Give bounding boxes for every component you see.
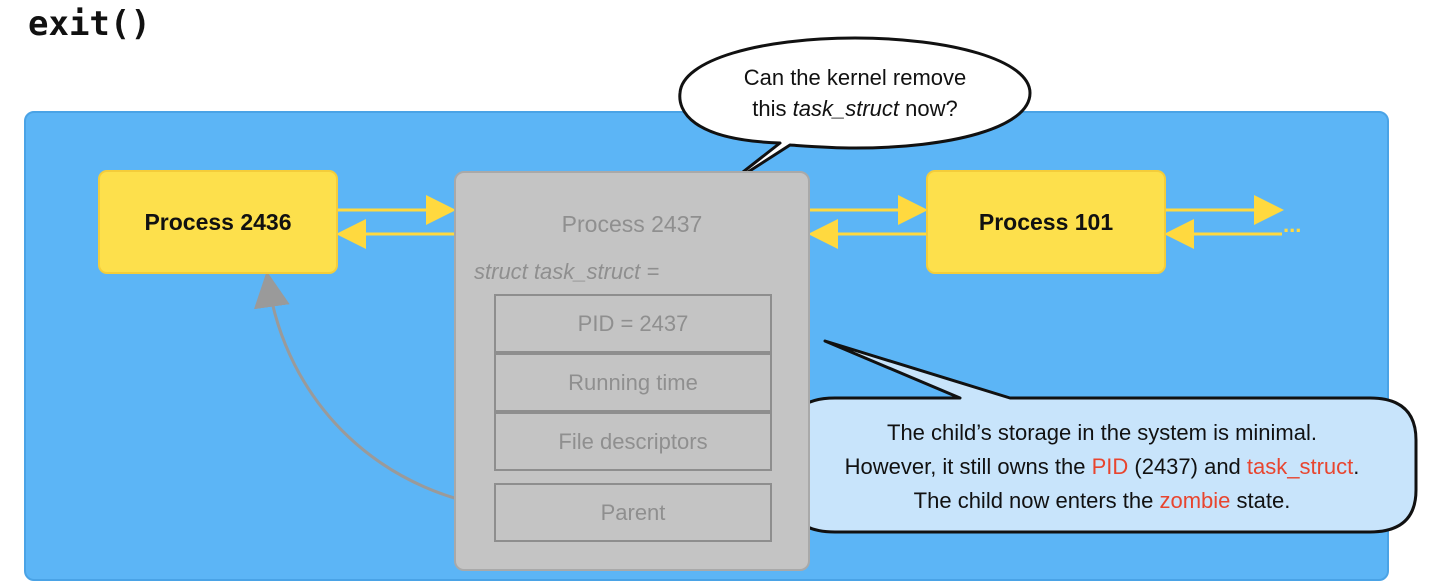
continuation-dots: ...	[1283, 212, 1302, 237]
speech-line-1: Can the kernel remove	[743, 65, 967, 90]
info-bubble-text: The child’s storage in the system is min…	[790, 416, 1414, 518]
field-parent: Parent	[494, 483, 772, 542]
speech-bubble	[678, 36, 1032, 192]
page-title: exit()	[28, 4, 151, 44]
process-101-label: Process 101	[978, 208, 1114, 235]
info-line-3: The child now enters the zombie state.	[913, 488, 1291, 513]
task-struct-declaration: struct task_struct =	[474, 259, 660, 284]
speech-line-2: this task_struct now?	[752, 96, 958, 121]
process-2436-label: Process 2436	[144, 208, 292, 235]
process-2437-label: Process 2437	[561, 211, 703, 237]
process-101-box: Process 101	[926, 170, 1166, 274]
process-2436-box: Process 2436	[98, 170, 338, 274]
field-pid: PID = 2437	[494, 294, 772, 353]
info-line-1: The child’s storage in the system is min…	[887, 420, 1317, 445]
field-file-descriptors: File descriptors	[494, 412, 772, 471]
info-line-2: However, it still owns the PID (2437) an…	[844, 454, 1360, 479]
process-2437-box: Process 2437 struct task_struct = PID = …	[454, 171, 810, 571]
field-running-time: Running time	[494, 353, 772, 412]
speech-bubble-text: Can the kernel remove this task_struct n…	[690, 62, 1020, 124]
